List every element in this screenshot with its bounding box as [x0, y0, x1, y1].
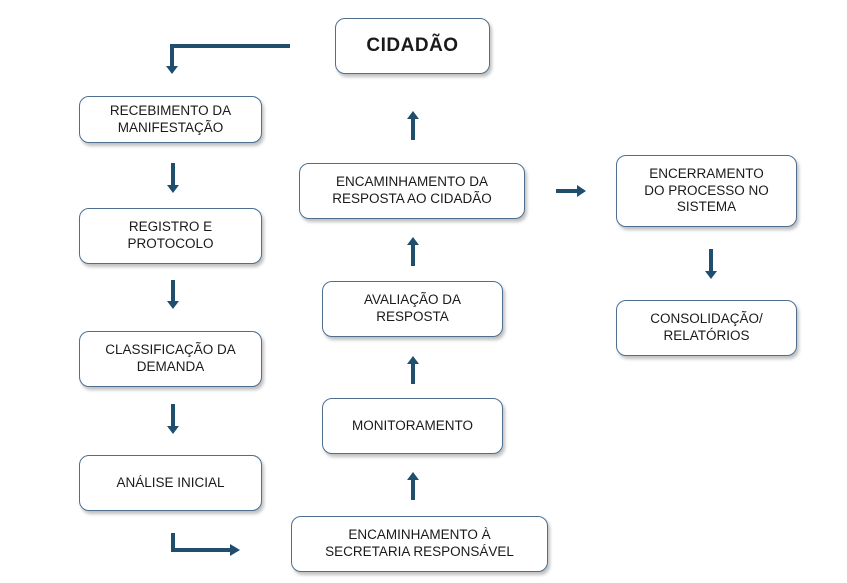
arrow-avaliacao-resposta	[407, 237, 419, 266]
node-classificacao: CLASSIFICAÇÃO DA DEMANDA	[79, 331, 262, 387]
arrow-cidadao-recebimento-head	[166, 66, 178, 74]
arrow-classificacao-analise	[167, 404, 179, 434]
node-recebimento: RECEBIMENTO DA MANIFESTAÇÃO	[79, 96, 262, 143]
node-cidadao: CIDADÃO	[335, 18, 490, 74]
node-encaminhamento-resposta: ENCAMINHAMENTO DA RESPOSTA AO CIDADÃO	[299, 163, 525, 219]
arrow-registro-classificacao	[167, 280, 179, 309]
arrow-analise-secretaria-head	[230, 544, 240, 556]
node-encerramento: ENCERRAMENTO DO PROCESSO NO SISTEMA	[616, 155, 797, 227]
node-analise: ANÁLISE INICIAL	[79, 455, 262, 511]
node-consolidacao: CONSOLIDAÇÃO/ RELATÓRIOS	[616, 300, 797, 356]
arrow-cidadao-recebimento	[170, 44, 290, 68]
arrow-resposta-encerramento	[556, 185, 586, 197]
arrow-monitoramento-avaliacao	[407, 356, 419, 384]
node-avaliacao: AVALIAÇÃO DA RESPOSTA	[322, 281, 503, 337]
arrow-secretaria-monitoramento	[407, 472, 419, 500]
arrow-encerramento-consolidacao	[705, 249, 717, 279]
arrow-resposta-cidadao	[407, 111, 419, 140]
node-encaminhamento-secretaria: ENCAMINHAMENTO À SECRETARIA RESPONSÁVEL	[291, 516, 548, 572]
arrow-analise-secretaria	[171, 533, 230, 552]
arrow-recebimento-registro	[167, 163, 179, 193]
node-registro: REGISTRO E PROTOCOLO	[79, 208, 262, 264]
node-monitoramento: MONITORAMENTO	[322, 398, 503, 454]
